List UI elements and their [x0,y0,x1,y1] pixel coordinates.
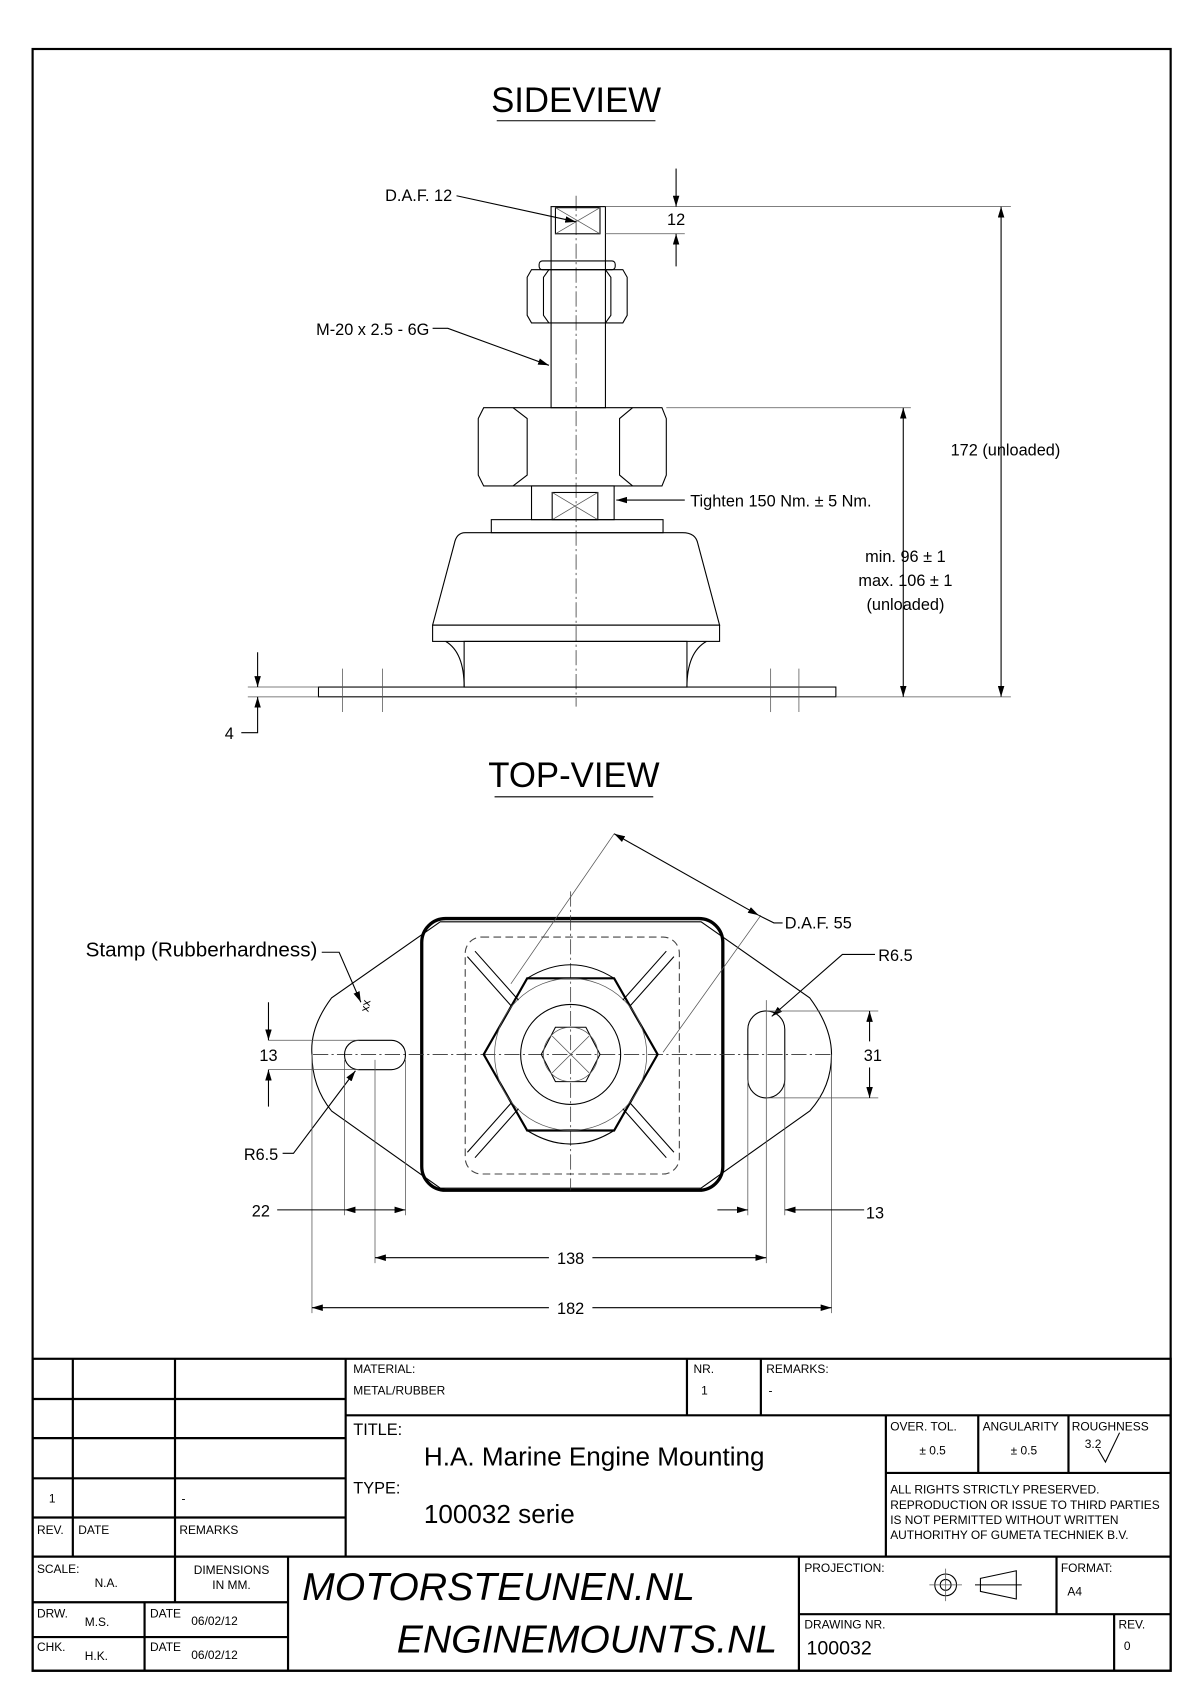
scale-value: N.A. [95,1576,118,1590]
rev-header: REV. [37,1523,64,1537]
nr-value: 1 [701,1384,708,1398]
title-label: TITLE: [353,1421,402,1439]
dimensions-line-2: IN MM. [212,1578,250,1592]
remarks-header: REMARKS [179,1523,238,1537]
dim-182-label: 182 [557,1300,584,1318]
sideview-title: SIDEVIEW [491,82,661,120]
flange-outline [311,921,833,1189]
rev-value: 0 [1124,1639,1131,1653]
roughness-value: 3.2 [1085,1437,1102,1451]
type-label: TYPE: [353,1480,400,1498]
title-block: 1 - REV. DATE REMARKS MATERIAL: METAL/RU… [31,1357,1172,1672]
logo-motorsteunen: MOTORSTEUNEN.NL [302,1566,695,1609]
roughness-label: ROUGHNESS [1072,1420,1149,1434]
type-value: 100032 serie [424,1499,575,1529]
drawing-nr-value: 100032 [807,1637,872,1659]
r65-left-label: R6.5 [244,1146,278,1164]
rights-line-2: REPRODUCTION OR ISSUE TO THIRD PARTIES [890,1498,1160,1512]
logo-enginemounts: ENGINEMOUNTS.NL [397,1618,777,1661]
lower-nut [477,407,667,487]
dim-138-label: 138 [557,1250,584,1268]
dim-4-label: 4 [225,725,234,743]
rights-line-4: AUTHORITHY OF GUMETA TECHNIEK B.V. [890,1528,1128,1542]
dim-31-label: 31 [864,1047,882,1065]
chk-date: 06/02/12 [191,1648,238,1662]
drw-label: DRW. [37,1606,68,1620]
mount-top-drawing: xx [311,891,833,1192]
scale-label: SCALE: [37,1562,79,1576]
dim-13-left-label: 13 [259,1047,277,1065]
daf-12-label: D.A.F. 12 [385,187,452,205]
mount-side-drawing [317,195,837,713]
projection-symbol-icon [929,1568,1022,1602]
dim-unloaded-label: (unloaded) [866,596,944,614]
topview-title: TOP-VIEW [488,757,659,795]
tighten-label: Tighten 150 Nm. ± 5 Nm. [690,493,871,511]
title-value: H.A. Marine Engine Mounting [424,1441,765,1471]
angularity-value: ± 0.5 [1011,1443,1038,1457]
over-tol-value: ± 0.5 [919,1443,946,1457]
dimensions-line-1: DIMENSIONS [194,1563,270,1577]
rights-line-3: IS NOT PERMITTED WITHOUT WRITTEN [890,1513,1118,1527]
rev-label: REV. [1118,1617,1145,1631]
upper-nut [526,269,628,324]
drw-date: 06/02/12 [191,1614,238,1628]
stamp-mark: xx [358,999,374,1013]
chk-date-label: DATE [150,1640,181,1654]
chk-label: CHK. [37,1640,66,1654]
rights-line-1: ALL RIGHTS STRICTLY PRESERVED. [890,1483,1099,1497]
over-tol-label: OVER. TOL. [890,1420,957,1434]
revision-number: 1 [49,1491,56,1505]
date-header: DATE [78,1523,109,1537]
hex-socket [554,207,601,235]
sideview: SIDEVIEW 12 [225,82,1060,743]
drw-value: M.S. [85,1615,110,1629]
large-hex [482,977,659,1132]
format-label: FORMAT: [1061,1561,1113,1575]
nr-label: NR. [693,1362,714,1376]
dim-22-label: 22 [252,1202,270,1220]
roughness-symbol-icon [1097,1432,1121,1464]
material-value: METAL/RUBBER [353,1384,445,1398]
angularity-label: ANGULARITY [983,1420,1059,1434]
dim-min-label: min. 96 ± 1 [865,548,946,566]
rubber-element [463,640,688,688]
material-label: MATERIAL: [353,1362,415,1376]
drawing-nr-label: DRAWING NR. [804,1617,885,1631]
projection-label: PROJECTION: [804,1561,884,1575]
drw-date-label: DATE [150,1606,181,1620]
stamp-label: Stamp (Rubberhardness) [86,939,318,962]
r65-right-label: R6.5 [878,947,912,965]
dim-13-right-label: 13 [866,1205,884,1223]
format-value: A4 [1067,1585,1082,1599]
base-plate [317,686,837,698]
thread-label: M-20 x 2.5 - 6G [316,321,429,339]
chk-value: H.K. [85,1649,108,1663]
daf-55-label: D.A.F. 55 [785,914,852,932]
revision-remarks: - [182,1491,186,1505]
remarks-label: REMARKS: [766,1362,828,1376]
dim-172-label: 172 (unloaded) [951,442,1061,460]
remarks-value: - [768,1384,772,1398]
stud [550,206,606,409]
dim-max-label: max. 106 ± 1 [858,572,952,590]
dim-12-label: 12 [667,211,685,229]
topview: TOP-VIEW xx D.A.F. 55 Stamp (Rubberhar [86,757,913,1318]
